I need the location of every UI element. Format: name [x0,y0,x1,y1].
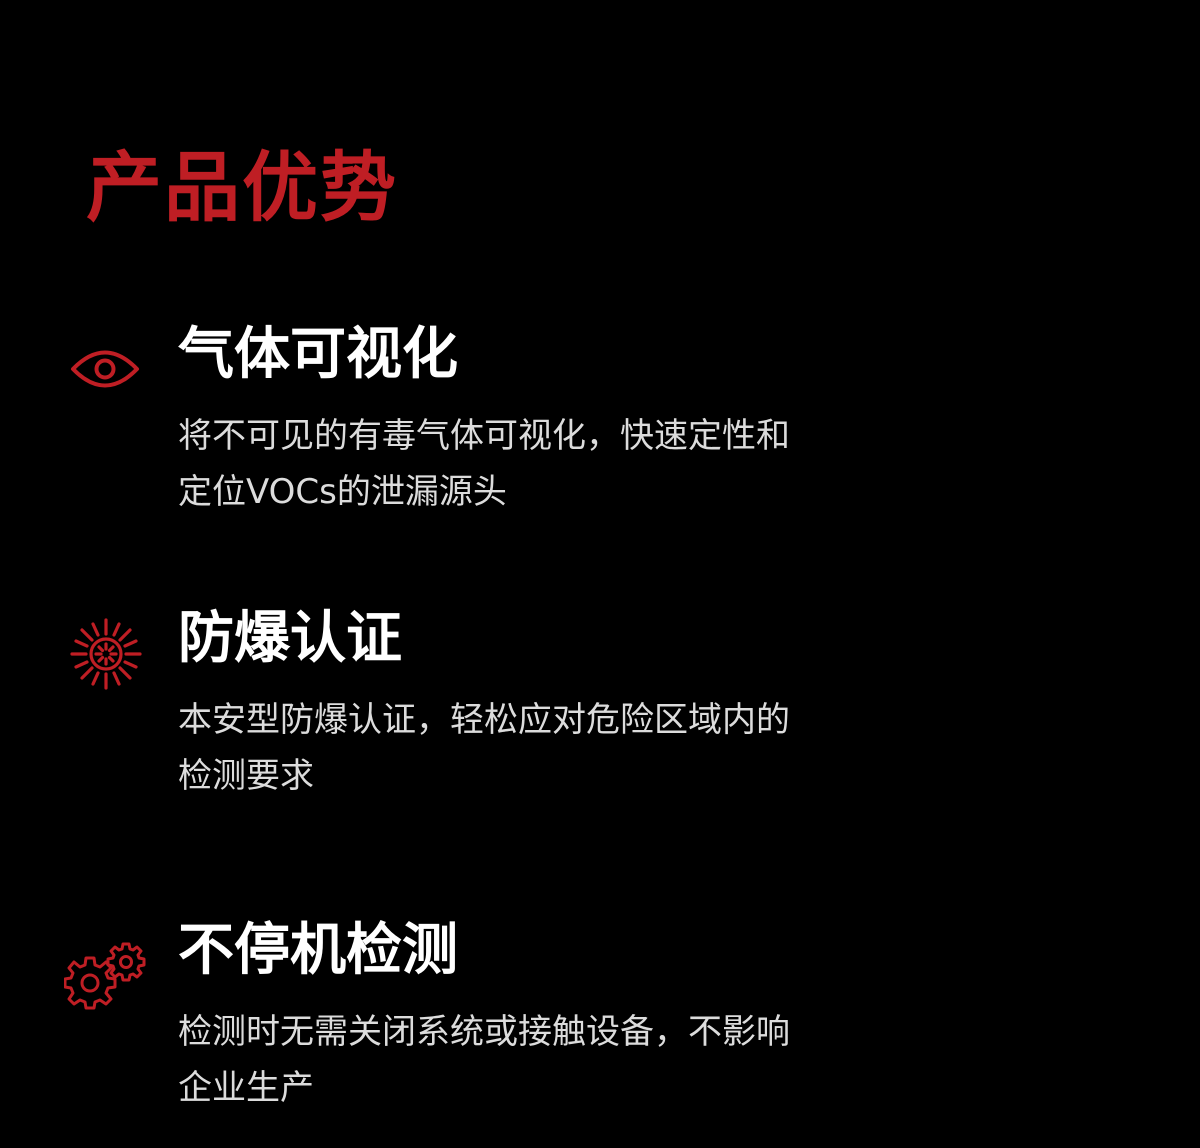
page-title: 产品优势 [86,143,398,232]
feature-description: 本安型防爆认证，轻松应对危险区域内的检测要求 [178,700,790,796]
feature-title: 气体可视化 [178,322,458,387]
feature-title: 防爆认证 [178,606,402,671]
feature-title: 不停机检测 [178,918,458,983]
gears-icon [64,942,146,1010]
feature-description: 将不可见的有毒气体可视化，快速定性和定位VOCs的泄漏源头 [178,416,790,512]
feature-description: 检测时无需关闭系统或接触设备，不影响企业生产 [178,1012,790,1108]
explosion-icon [70,618,142,690]
eye-icon [71,350,139,388]
